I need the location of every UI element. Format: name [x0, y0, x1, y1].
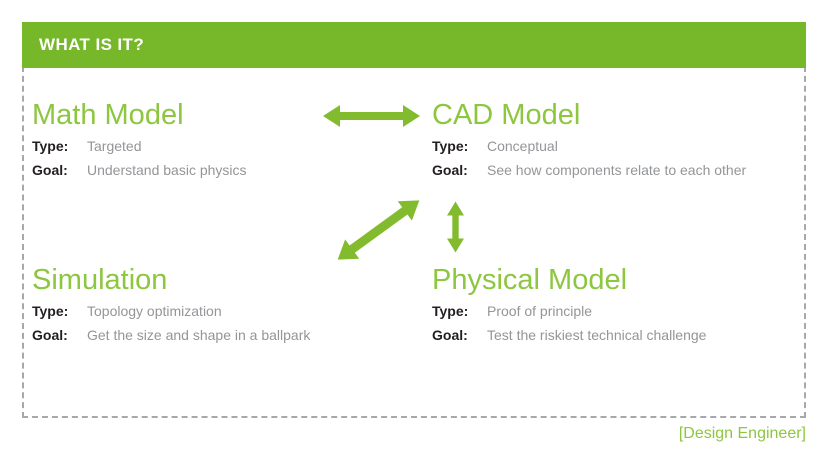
goal-label: Goal: [432, 326, 468, 343]
title-bar: WHAT IS IT? [22, 22, 806, 68]
math-model-title: Math Model [32, 99, 184, 131]
type-label: Type: [32, 138, 69, 154]
simulation-goal-row: Goal: Get the size and shape in a ballpa… [32, 327, 352, 344]
quadrant-math-model: Math Model Type: Targeted Goal: Understa… [32, 101, 322, 179]
cad-model-type-value: Conceptual [487, 138, 558, 154]
quadrant-physical-model: Physical Model Type: Proof of principle … [432, 266, 792, 344]
physical-model-type-row: Type: Proof of principle [432, 303, 792, 320]
cad-physical-double-arrow-icon [447, 201, 464, 253]
cad-model-type-row: Type: Conceptual [432, 138, 792, 155]
math-model-goal-row: Goal: Understand basic physics [32, 162, 322, 179]
goal-label: Goal: [32, 326, 68, 343]
goal-label: Goal: [432, 161, 468, 178]
type-label: Type: [432, 303, 469, 319]
math-model-type-row: Type: Targeted [32, 138, 322, 155]
goal-label: Goal: [32, 161, 68, 178]
physical-model-title: Physical Model [432, 264, 628, 296]
quadrant-cad-model: CAD Model Type: Conceptual Goal: See how… [432, 101, 792, 179]
type-label: Type: [32, 303, 69, 319]
math-model-goal-value: Understand basic physics [87, 161, 247, 178]
physical-model-goal-value: Test the riskiest technical challenge [487, 326, 707, 343]
cad-model-title: CAD Model [432, 99, 581, 131]
cad-model-goal-row: Goal: See how components relate to each … [432, 162, 792, 179]
cad-model-goal-value: See how components relate to each other [487, 161, 747, 178]
simulation-type-row: Type: Topology optimization [32, 303, 352, 320]
credit-text: [Design Engineer] [678, 425, 806, 442]
simulation-goal-value: Get the size and shape in a ballpark [87, 326, 311, 343]
slide-title: WHAT IS IT? [39, 35, 145, 54]
quadrant-simulation: Simulation Type: Topology optimization G… [32, 266, 352, 344]
simulation-type-value: Topology optimization [87, 303, 222, 319]
physical-model-goal-row: Goal: Test the riskiest technical challe… [432, 327, 792, 344]
simulation-cad-double-arrow-icon [337, 200, 420, 260]
type-label: Type: [432, 138, 469, 154]
math-model-type-value: Targeted [87, 138, 142, 154]
math-cad-double-arrow-icon [323, 105, 420, 127]
physical-model-type-value: Proof of principle [487, 303, 593, 319]
simulation-title: Simulation [32, 264, 168, 296]
